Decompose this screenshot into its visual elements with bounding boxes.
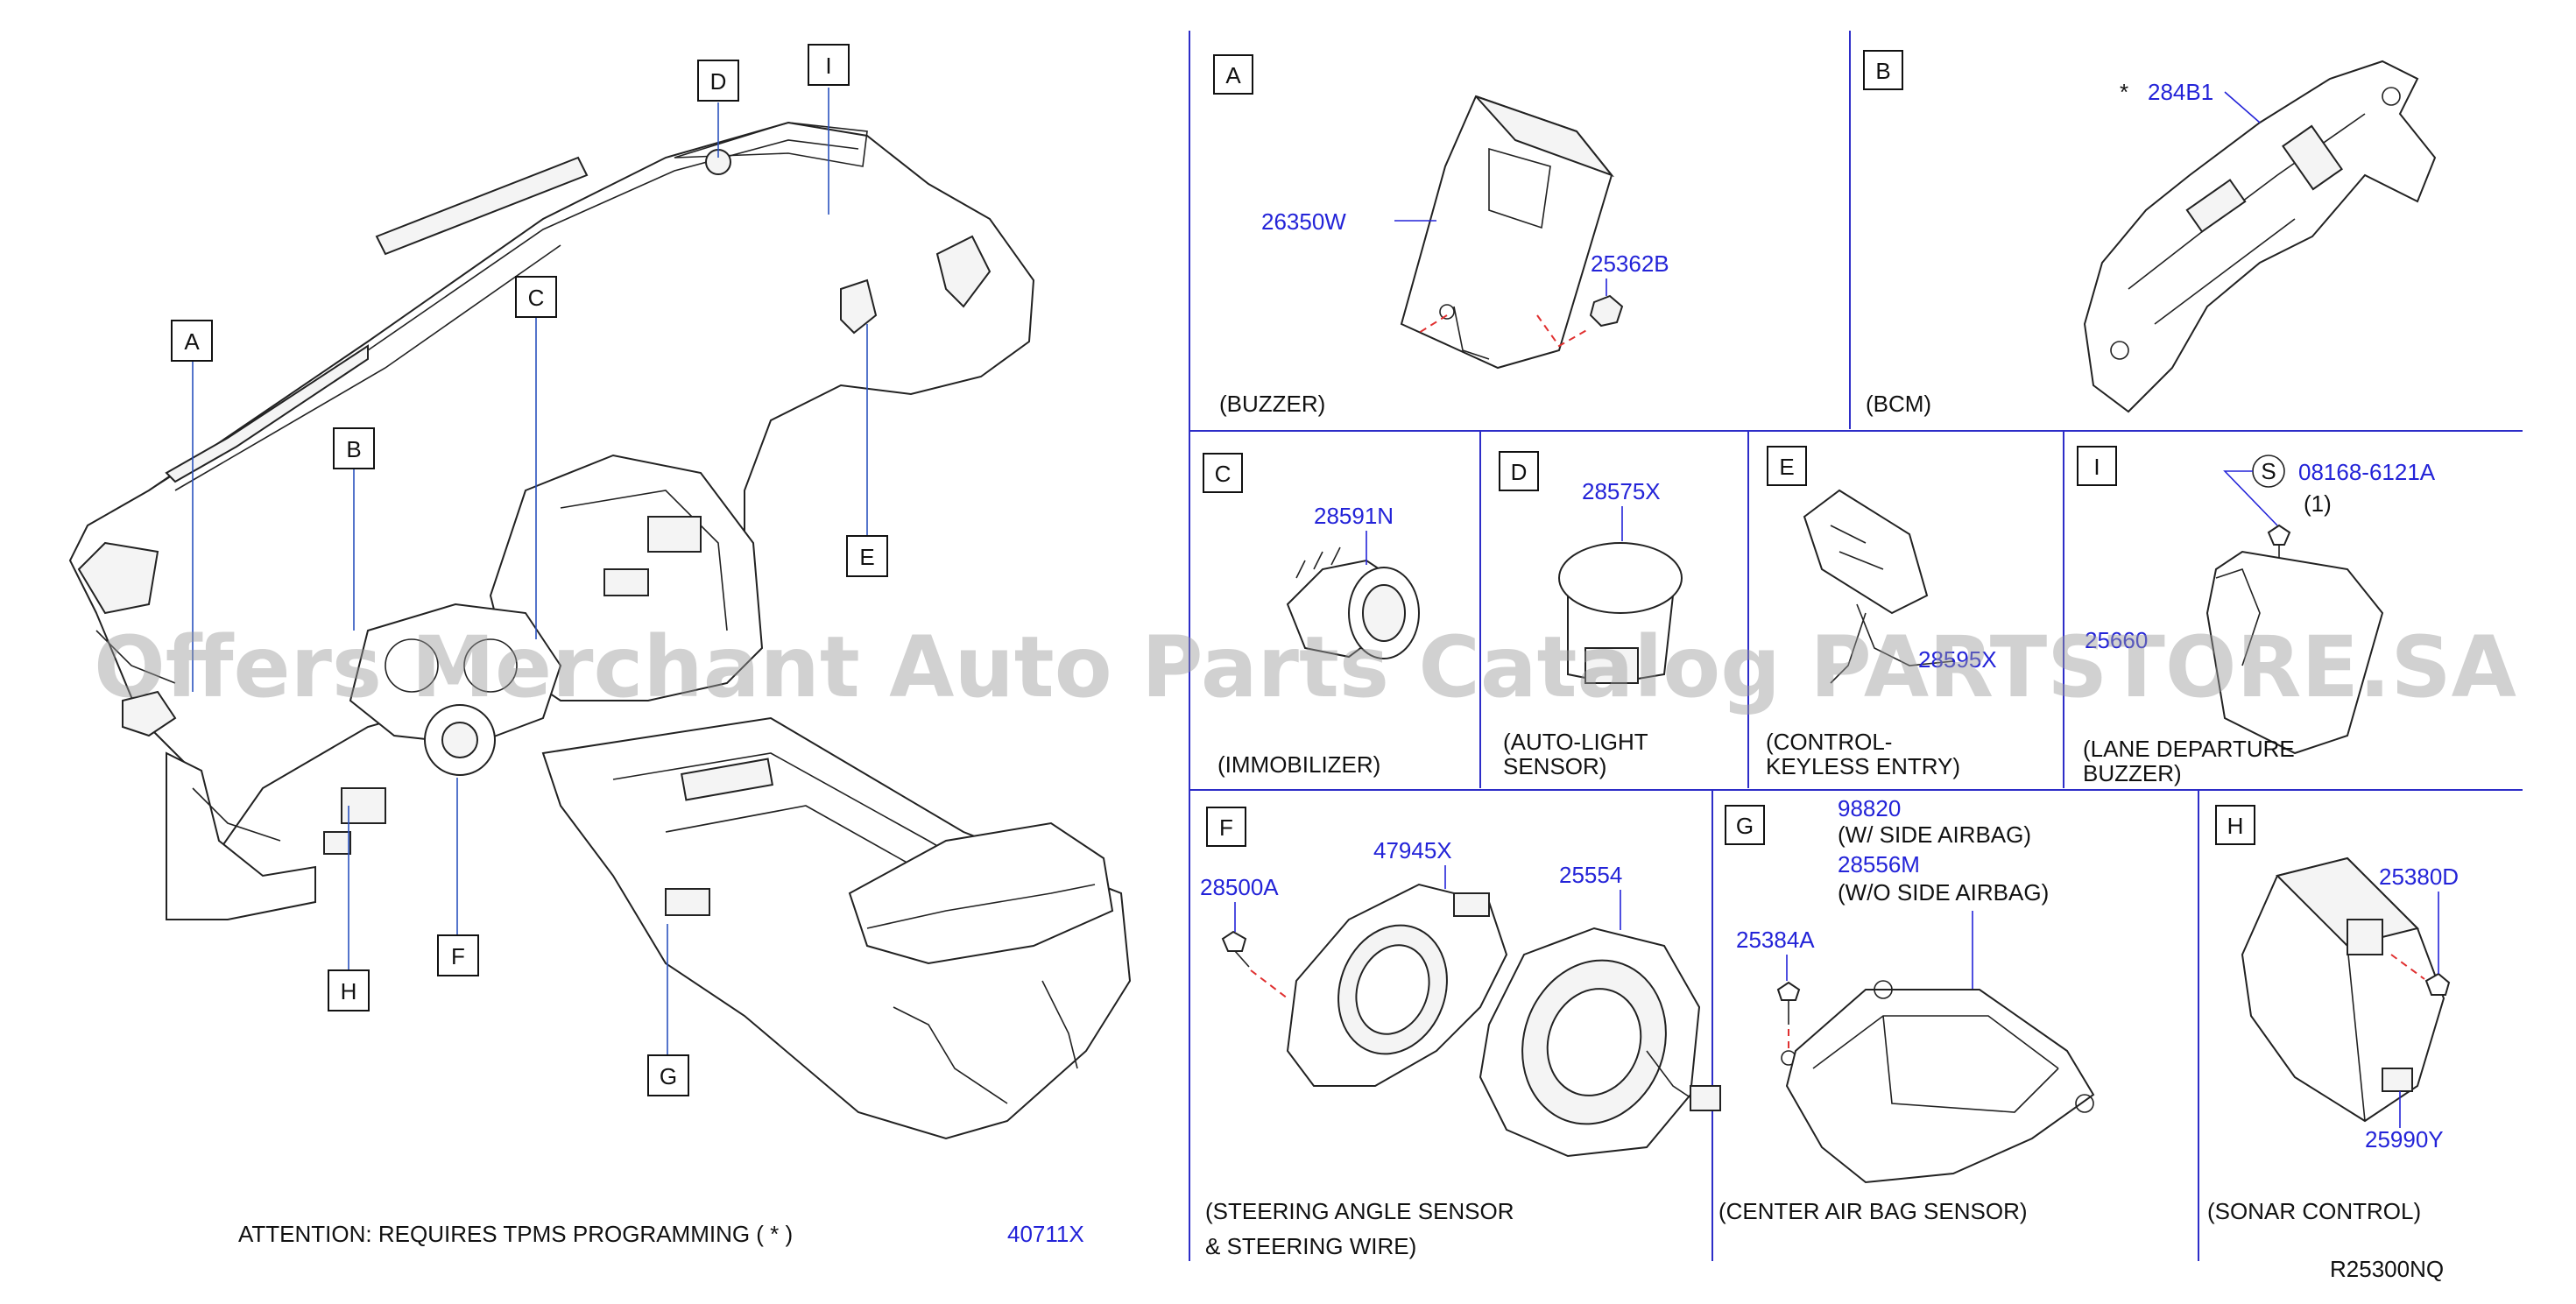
panel-d-letter: D — [1511, 459, 1528, 485]
panel-i-caption-line1: (LANE DEPARTURE — [2083, 736, 2295, 762]
part-25380d: 25380D — [2379, 863, 2459, 890]
panel-g-caption: (CENTER AIR BAG SENSOR) — [1719, 1198, 2028, 1224]
panel-f-caption-line1: (STEERING ANGLE SENSOR — [1205, 1198, 1514, 1224]
part-08168-6121a: 08168-6121A — [2298, 459, 2436, 485]
part-98820: 98820 — [1838, 795, 1901, 821]
note-with-side-airbag: (W/ SIDE AIRBAG) — [1838, 821, 2031, 848]
panel-e-caption-line1: (CONTROL- — [1766, 729, 1892, 755]
overview-callout-h: H — [328, 969, 370, 1011]
panel-c-letter: C — [1215, 461, 1232, 487]
panel-g-letter: G — [1736, 813, 1754, 839]
note-without-side-airbag: (W/O SIDE AIRBAG) — [1838, 879, 2049, 906]
panel-i-letter: I — [2093, 454, 2100, 480]
attention-note: ATTENTION: REQUIRES TPMS PROGRAMMING ( *… — [238, 1221, 793, 1247]
part-28575x: 28575X — [1582, 478, 1661, 504]
part-47945x: 47945X — [1373, 837, 1452, 863]
overview-callout-c: C — [515, 276, 557, 318]
part-25554: 25554 — [1559, 862, 1622, 888]
panel-h-caption: (SONAR CONTROL) — [2207, 1198, 2421, 1224]
part-284b1: 284B1 — [2148, 79, 2213, 105]
panel-f-steering-angle-sensor: F 28500A 47945X 25554 (STEERING ANGLE SE… — [1200, 807, 1721, 1259]
part-25384a: 25384A — [1736, 927, 1815, 953]
overview-callout-d: D — [697, 60, 739, 102]
svg-text:F: F — [451, 943, 465, 969]
part-25660: 25660 — [2085, 627, 2148, 653]
overview-callout-f: F — [437, 934, 479, 976]
panel-h-sonar-control: H 25380D 25990Y (SONAR CONTROL) — [2207, 805, 2459, 1224]
panel-e-caption-line2: KEYLESS ENTRY) — [1766, 753, 1960, 779]
panel-i-caption-line2: BUZZER) — [2083, 760, 2182, 786]
bolt-quantity: (1) — [2304, 490, 2332, 517]
instrument-panel-overview — [68, 121, 1132, 1140]
panel-e-keyless-entry: E 28595X (CONTROL- KEYLESS ENTRY) — [1766, 446, 1997, 779]
overview-callout-i: I — [808, 44, 850, 86]
part-28500a: 28500A — [1200, 874, 1279, 900]
part-26350w: 26350W — [1261, 208, 1346, 235]
panel-b-letter: B — [1875, 58, 1890, 84]
svg-text:I: I — [825, 53, 831, 79]
svg-text:C: C — [528, 285, 545, 311]
svg-text:B: B — [346, 436, 361, 462]
overview-callout-e: E — [846, 535, 888, 577]
panel-grid — [1189, 31, 2523, 1261]
panel-c-immobilizer: C 28591N (IMMOBILIZER) — [1203, 453, 1420, 778]
part-28591n: 28591N — [1314, 503, 1394, 529]
bolt-symbol: S — [2261, 458, 2276, 484]
svg-text:H: H — [341, 978, 357, 1004]
overview-callout-g: G — [647, 1054, 689, 1096]
overview-callout-a: A — [171, 320, 213, 362]
watermark: Offers Merchant Auto Parts Catalog PARTS… — [94, 618, 2516, 716]
panel-d-caption-line2: SENSOR) — [1503, 753, 1606, 779]
part-25362b: 25362B — [1591, 250, 1669, 277]
panel-a-buzzer: A 26350W 25362B (BUZZER) — [1213, 54, 1669, 417]
panel-g-center-airbag-sensor: G 98820 (W/ SIDE AIRBAG) 28556M (W/O SID… — [1719, 795, 2095, 1224]
svg-text:E: E — [859, 544, 874, 570]
panel-b-bcm: B * 284B1 (BCM) — [1863, 50, 2437, 417]
panel-f-caption-line2: & STEERING WIRE) — [1205, 1233, 1416, 1259]
svg-text:D: D — [710, 68, 727, 95]
panel-b-caption: (BCM) — [1866, 391, 1931, 417]
overview-leaders — [192, 88, 868, 1055]
svg-text:A: A — [184, 328, 200, 355]
panel-h-letter: H — [2227, 813, 2244, 839]
part-28556m: 28556M — [1838, 851, 1920, 878]
svg-text:G: G — [660, 1063, 677, 1089]
panel-d-autolight-sensor: D 28575X (AUTO-LIGHT SENSOR) — [1499, 451, 1683, 779]
panel-e-letter: E — [1779, 454, 1794, 480]
part-25990y: 25990Y — [2365, 1126, 2444, 1152]
panel-b-asterisk: * — [2120, 79, 2128, 105]
diagram-code: R25300NQ — [2330, 1256, 2444, 1282]
panel-d-caption-line1: (AUTO-LIGHT — [1503, 729, 1648, 755]
part-28595x: 28595X — [1918, 646, 1997, 673]
panel-f-letter: F — [1219, 814, 1233, 841]
panel-c-caption: (IMMOBILIZER) — [1217, 751, 1380, 778]
attention-part-number: 40711X — [1007, 1221, 1084, 1247]
panel-a-letter: A — [1225, 62, 1241, 88]
panel-a-caption: (BUZZER) — [1219, 391, 1325, 417]
overview-callout-b: B — [333, 427, 375, 469]
panel-i-lane-departure-buzzer: I S 08168-6121A (1) 25660 (LANE DEPARTUR… — [2077, 446, 2436, 786]
